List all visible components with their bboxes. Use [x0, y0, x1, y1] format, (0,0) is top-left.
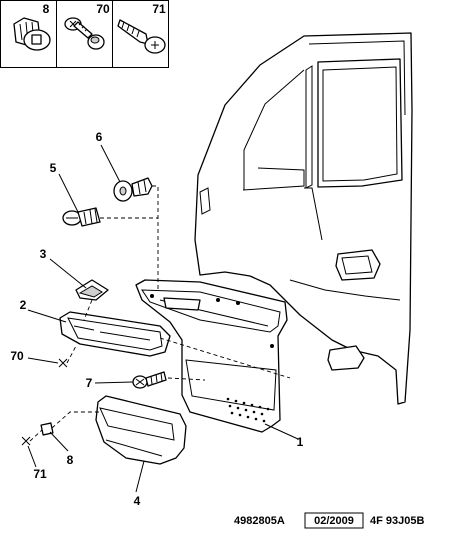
storage-pocket: [95, 395, 187, 465]
armrest-pull-handle: [59, 311, 171, 357]
leader-lines: [27, 144, 299, 493]
door-trim-panel: [135, 279, 288, 433]
fastener-legend-box: 8 70 71: [0, 0, 169, 68]
callout-4: 4: [134, 494, 141, 508]
clip-8-part: [40, 422, 54, 436]
cap-trim: [75, 279, 109, 301]
callout-8: 8: [67, 453, 74, 467]
retainer-nut-6: [113, 177, 153, 202]
footer-ref: 4982805A: [234, 515, 285, 527]
callout-labels: 5 6 3 2 70 7 1 8 4 71: [10, 130, 303, 508]
callout-71: 71: [33, 467, 47, 481]
clip-8-icon: [13, 17, 51, 51]
callout-70: 70: [10, 349, 24, 363]
screw-71-marker-icon: [21, 436, 31, 446]
clip-fastener-5: [62, 207, 101, 227]
callout-5: 5: [50, 161, 57, 175]
callout-1: 1: [297, 435, 304, 449]
legend-ref-70: 70: [96, 2, 110, 16]
callout-7: 7: [86, 376, 93, 390]
legend-ref-8: 8: [43, 2, 50, 16]
legend-ref-71: 71: [152, 2, 166, 16]
callout-2: 2: [20, 298, 27, 312]
callout-6: 6: [96, 130, 103, 144]
speaker-grille: [226, 397, 270, 423]
screw-70-icon: [64, 17, 105, 50]
callout-3: 3: [40, 247, 47, 261]
assembly-lines: [29, 185, 291, 442]
footer-date: 02/2009: [314, 515, 354, 527]
screw-71-icon: [117, 19, 166, 54]
screw-70-marker-icon: [58, 358, 68, 368]
footer-code: 4F 93J05B: [370, 515, 424, 527]
door-frame-outline: [194, 32, 413, 405]
diagram-footer: 4982805A 02/2009 4F 93J05B: [234, 512, 424, 529]
screw-7: [132, 371, 167, 389]
